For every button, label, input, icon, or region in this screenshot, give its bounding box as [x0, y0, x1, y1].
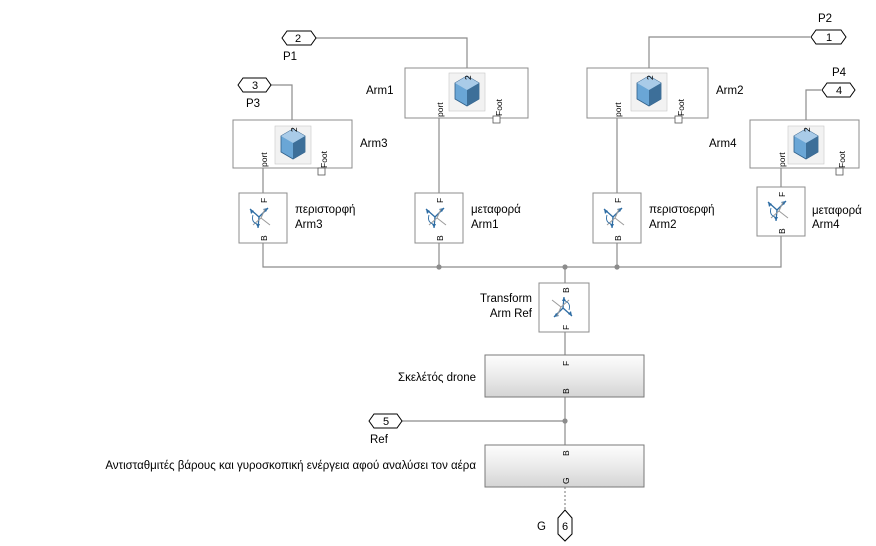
- port-b-label: B: [259, 235, 269, 241]
- port-label: Ref: [370, 434, 389, 446]
- foot-port-icon: [835, 167, 844, 176]
- port-1[interactable]: 1 P2: [810, 13, 847, 45]
- block-label-line2: Arm1: [471, 219, 498, 231]
- foot-label: Foot: [837, 150, 847, 168]
- connection-lines: [262, 36, 821, 510]
- block-label-line1: μεταφορά: [471, 204, 521, 216]
- junction-dot: [562, 418, 568, 424]
- foot-port-icon: [674, 115, 683, 124]
- transform-arm2-block[interactable]: B F περιστοερφή Arm2: [592, 192, 715, 244]
- wire-p3-arm3: [269, 84, 293, 120]
- block-label: Arm2: [716, 85, 743, 97]
- port-f-label: F: [777, 192, 787, 197]
- port-number: 4: [836, 85, 842, 97]
- port-f-label: F: [561, 325, 571, 330]
- port-label: G: [537, 521, 546, 533]
- port-b-label: B: [777, 228, 787, 234]
- port-f-label: F: [613, 198, 623, 203]
- block-label-line2: Arm3: [295, 219, 322, 231]
- wire-p2-arm2: [648, 36, 810, 68]
- arm2-block[interactable]: port Foot 2 Arm2: [586, 67, 743, 124]
- transform-arm-ref-block[interactable]: B F Transform Arm Ref: [480, 282, 590, 333]
- input-number: 2: [463, 75, 473, 80]
- block-label-line1: μεταφορά: [812, 205, 862, 217]
- foot-label: Foot: [319, 150, 329, 168]
- port-label: port: [613, 102, 623, 117]
- port-label: P1: [283, 51, 297, 63]
- compensator-block[interactable]: B G Αντισταθμιτές βάρους και γυροσκοπική…: [105, 444, 645, 488]
- foot-label: Foot: [494, 98, 504, 116]
- port-b-label: B: [561, 450, 571, 456]
- port-label: P4: [832, 67, 847, 79]
- block-label: Arm1: [366, 85, 393, 97]
- port-label: P2: [818, 13, 832, 25]
- port-f-label: F: [435, 198, 445, 203]
- input-number: 2: [289, 127, 299, 132]
- port-b-label: B: [561, 287, 571, 293]
- wire-p4-arm4: [805, 89, 821, 120]
- foot-label: Foot: [676, 98, 686, 116]
- port-label: port: [435, 102, 445, 117]
- port-f-label: F: [259, 198, 269, 203]
- transform-arm3-block[interactable]: B F περιστορφή Arm3: [238, 192, 355, 244]
- port-b-label: B: [561, 388, 571, 394]
- block-label: Σκελέτός drone: [398, 372, 476, 384]
- port-4[interactable]: 4 P4: [821, 67, 856, 98]
- transform-arm4-block[interactable]: B F μεταφορά Arm4: [756, 186, 862, 237]
- foot-port-icon: [492, 115, 501, 124]
- port-number: 2: [295, 33, 301, 45]
- port-number: 5: [383, 416, 389, 428]
- block-label-line1: Transform: [480, 293, 532, 305]
- port-label: P3: [246, 98, 260, 110]
- foot-port-icon: [317, 167, 326, 176]
- wire-p1-arm1: [313, 37, 468, 68]
- input-number: 2: [802, 127, 812, 132]
- block-label: Arm3: [360, 138, 387, 150]
- block-label-line2: Arm2: [649, 219, 676, 231]
- port-6[interactable]: 6 G: [537, 509, 573, 542]
- drone-frame-block[interactable]: F B Σκελέτός drone: [398, 354, 645, 398]
- block-label-line2: Arm Ref: [490, 308, 533, 320]
- junction-dot: [614, 264, 620, 270]
- port-g-label: G: [561, 477, 571, 484]
- arm4-block[interactable]: port Foot 2 Arm4: [709, 119, 860, 176]
- block-label-line1: περιστοερφή: [649, 204, 715, 216]
- port-3[interactable]: 3 P3: [237, 77, 272, 110]
- transform-arm1-block[interactable]: B F μεταφορά Arm1: [414, 192, 521, 244]
- port-number: 3: [252, 80, 258, 92]
- block-label-line1: περιστορφή: [295, 204, 355, 216]
- block-label: Αντισταθμιτές βάρους και γυροσκοπική ενέ…: [105, 460, 476, 472]
- wire-bus: [262, 236, 782, 268]
- input-number: 2: [645, 75, 655, 80]
- block-label-line2: Arm4: [812, 219, 840, 231]
- port-b-label: B: [613, 235, 623, 241]
- port-label: port: [259, 152, 269, 167]
- port-label: port: [777, 152, 787, 167]
- port-b-label: B: [435, 235, 445, 241]
- arm3-block[interactable]: port Foot 2 Arm3: [232, 119, 387, 176]
- junction-dot: [436, 264, 442, 270]
- port-number: 1: [826, 32, 832, 44]
- port-2[interactable]: 2 P1: [281, 30, 317, 63]
- port-5[interactable]: 5 Ref: [368, 413, 403, 446]
- block-label: Arm4: [709, 138, 737, 150]
- port-number: 6: [562, 521, 568, 533]
- port-f-label: F: [561, 361, 571, 366]
- junction-dot: [562, 264, 568, 270]
- arm1-block[interactable]: port Foot 2 Arm1: [366, 67, 529, 124]
